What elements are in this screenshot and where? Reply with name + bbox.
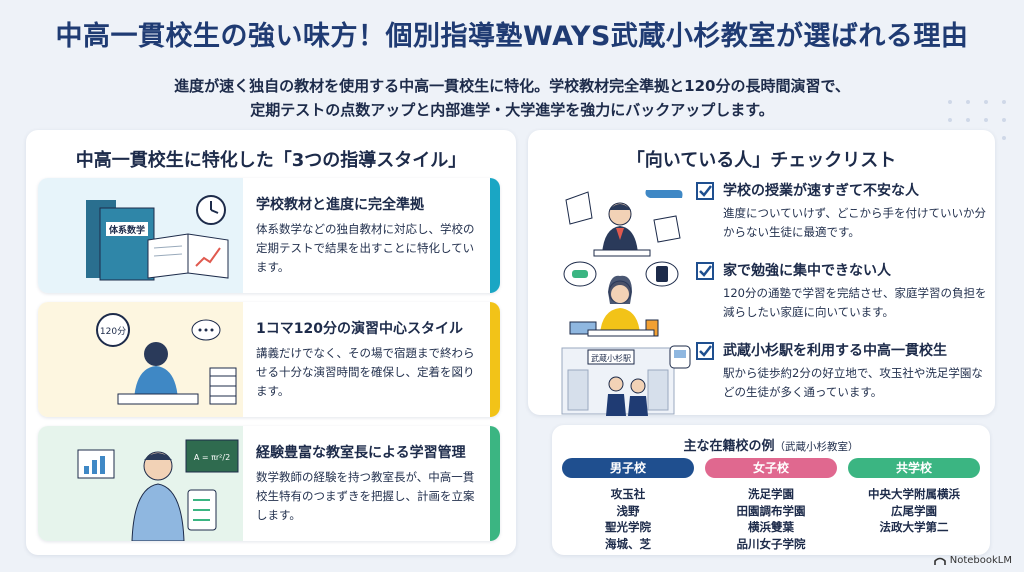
page-title: 中高一貫校生の強い味方！個別指導塾WAYS武蔵小杉教室が選ばれる理由 bbox=[55, 21, 969, 52]
board-formula: A = πr²/2 bbox=[194, 453, 230, 462]
card-body: 体系数学などの独自教材に対応し、学校の定期テストで結果を出すことに特化しています… bbox=[256, 222, 475, 274]
style-card-management: A = πr²/2 経験豊富な教室長による学習管理 数学教師の経験を持つ教室長が… bbox=[38, 426, 500, 541]
studying-student-illustration: 120分 bbox=[38, 302, 243, 417]
card-accent-stripe bbox=[490, 178, 500, 293]
checklist-panel: 「向いている人」チェックリスト 学校の授業が速すぎて不安な人 進度についていけず… bbox=[528, 130, 995, 418]
lead-text: 進度が速く独自の教材を使用する中高一貫校生に特化。学校教材完全準拠と120分の長… bbox=[0, 74, 1024, 122]
card-accent-stripe bbox=[490, 302, 500, 417]
checklist-item-title: 学校の授業が速すぎて不安な人 bbox=[723, 183, 919, 199]
card-accent-stripe bbox=[490, 426, 500, 541]
school-column-boys: 男子校 攻玉社 浅野 聖光学院 海城、芝 bbox=[562, 458, 694, 552]
notebooklm-logo-icon bbox=[933, 557, 946, 565]
school-name: 浅野 bbox=[616, 503, 640, 518]
station-sign: 武蔵小杉駅 bbox=[591, 353, 631, 363]
textbook-illustration: 体系数学 bbox=[38, 178, 243, 293]
school-column-coed: 共学校 中央大学附属横浜 広尾学園 法政大学第二 bbox=[848, 458, 980, 536]
school-category-pill: 男子校 bbox=[562, 458, 694, 478]
card-body: 講義だけでなく、その場で宿題まで終わらせる十分な演習時間を確保し、定着を図ります… bbox=[256, 346, 475, 398]
clock-label: 120分 bbox=[100, 326, 126, 337]
checkbox-icon bbox=[696, 182, 714, 200]
checklist-item-body: 進度についていけず、どこから手を付けていいか分からない生徒に最適です。 bbox=[723, 206, 987, 239]
checkbox-icon bbox=[696, 262, 714, 280]
school-name: 田園調布学園 bbox=[736, 503, 806, 518]
school-name: 品川女子学院 bbox=[736, 536, 806, 551]
school-name: 洗足学園 bbox=[748, 487, 794, 501]
teaching-style-title: 中高一貫校生に特化した「3つの指導スタイル」 bbox=[75, 150, 467, 171]
school-name: 横浜雙葉 bbox=[748, 520, 794, 534]
card-body: 数学教師の経験を持つ教室長が、中高一貫校生特有のつまずきを把握し、計画を立案しま… bbox=[256, 470, 475, 522]
schools-title-main: 主な在籍校の例 bbox=[683, 439, 775, 454]
checklist-item: 家で勉強に集中できない人 120分の通塾で学習を完結させ、家庭学習の負担を減らし… bbox=[528, 258, 995, 338]
notebooklm-brand: NotebookLM bbox=[933, 555, 1012, 566]
book-label: 体系数学 bbox=[109, 224, 145, 236]
checklist-item: 武蔵小杉駅 武蔵小杉駅を利用する中高一貫校生 駅から徒歩約2分の好立地で、攻玉社… bbox=[528, 338, 995, 418]
anxious-student-illustration bbox=[565, 190, 683, 257]
school-name: 攻玉社 bbox=[610, 487, 646, 501]
brand-label: NotebookLM bbox=[949, 555, 1012, 566]
school-name: 海城、芝 bbox=[605, 536, 651, 551]
school-name: 法政大学第二 bbox=[879, 520, 949, 534]
checklist-item-title: 武蔵小杉駅を利用する中高一貫校生 bbox=[723, 343, 947, 359]
teacher-illustration: A = πr²/2 bbox=[38, 426, 243, 541]
checklist-item-body: 駅から徒歩約2分の好立地で、攻玉社や洗足学園などの生徒が多く通っています。 bbox=[723, 366, 983, 399]
style-card-curriculum: 体系数学 学校教材と進度に完全準拠 体系数学などの独自教材に対応し、学校の定期テ… bbox=[38, 178, 500, 293]
schools-title: 主な在籍校の例（武蔵小杉教室） bbox=[552, 435, 990, 454]
checklist-title: 「向いている人」チェックリスト bbox=[626, 150, 897, 171]
checklist-item-title: 家で勉強に集中できない人 bbox=[723, 263, 891, 279]
card-title: 経験豊富な教室長による学習管理 bbox=[256, 445, 466, 461]
station-illustration: 武蔵小杉駅 bbox=[561, 345, 691, 416]
distracted-student-illustration bbox=[563, 261, 679, 337]
checklist-item: 学校の授業が速すぎて不安な人 進度についていけず、どこから手を付けていいか分から… bbox=[528, 178, 995, 258]
style-card-practice: 120分 1コマ120分の演習中心スタイル 講義だけでなく、その場で宿題まで終わ… bbox=[38, 302, 500, 417]
school-name: 中央大学附属横浜 bbox=[868, 487, 960, 501]
enrolled-schools-panel: 主な在籍校の例（武蔵小杉教室） 男子校 攻玉社 浅野 聖光学院 海城、芝 女子校… bbox=[552, 425, 990, 555]
schools-title-sub: （武蔵小杉教室） bbox=[774, 441, 859, 453]
school-name: 聖光学院 bbox=[605, 520, 651, 534]
school-column-girls: 女子校 洗足学園 田園調布学園 横浜雙葉 品川女子学院 bbox=[705, 458, 837, 552]
checkbox-icon bbox=[696, 342, 714, 360]
card-title: 1コマ120分の演習中心スタイル bbox=[256, 321, 463, 337]
school-category-pill: 女子校 bbox=[705, 458, 837, 478]
teaching-style-panel: 中高一貫校生に特化した「3つの指導スタイル」 体系数学 学校教材と進度に完全準拠… bbox=[26, 130, 516, 555]
school-name: 広尾学園 bbox=[891, 503, 937, 518]
lead-line-1: 進度が速く独自の教材を使用する中高一貫校生に特化。学校教材完全準拠と120分の長… bbox=[174, 77, 850, 95]
card-title: 学校教材と進度に完全準拠 bbox=[256, 197, 424, 213]
school-category-pill: 共学校 bbox=[848, 458, 980, 478]
checklist-item-body: 120分の通塾で学習を完結させ、家庭学習の負担を減らしたい家庭に向いています。 bbox=[723, 286, 987, 319]
lead-line-2: 定期テストの点数アップと内部進学・大学進学を強力にバックアップします。 bbox=[250, 101, 774, 119]
